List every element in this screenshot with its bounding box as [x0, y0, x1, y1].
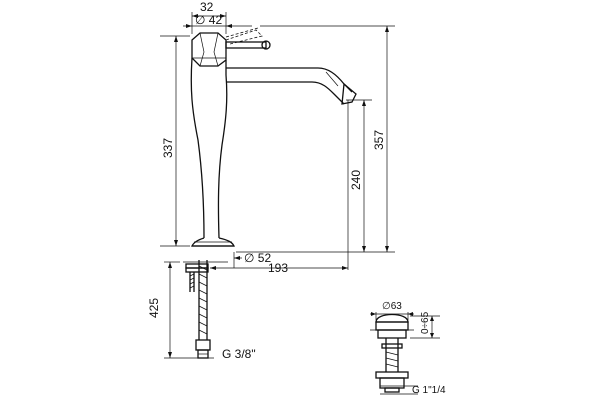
dimension-spout-height: 240 [346, 99, 372, 270]
drain-diameter-label: ∅63 [382, 301, 402, 312]
base-diameter-label: ∅ 52 [244, 251, 271, 265]
spout-height-label: 240 [349, 170, 363, 190]
body-height-label: 337 [161, 138, 175, 158]
spout [226, 67, 357, 105]
dimension-body-height: 337 [160, 35, 190, 247]
drain-stroke-label: 0÷65 [420, 311, 431, 334]
spout-reach-label: 193 [268, 261, 288, 275]
hose-length-label: 425 [147, 298, 161, 318]
top-width-label: 32 [200, 0, 214, 14]
lever-diameter-label: ∅ 42 [195, 13, 222, 27]
dimension-base: ∅ 52 193 [210, 251, 348, 275]
lever-handle [225, 27, 271, 50]
hose-thread-label: G 3/8" [222, 347, 256, 361]
dimension-top: 32 ∅ 42 [183, 0, 252, 34]
total-height-label: 357 [372, 130, 386, 150]
drain-thread-label: G 1"1/4 [412, 385, 446, 396]
drain-assembly: ∅63 0÷65 G 1"1/4 [370, 301, 446, 396]
faucet-body [190, 32, 236, 247]
fixing-hardware: 425 G 3/8" [147, 260, 256, 361]
dimension-total-height: 357 [236, 25, 395, 253]
